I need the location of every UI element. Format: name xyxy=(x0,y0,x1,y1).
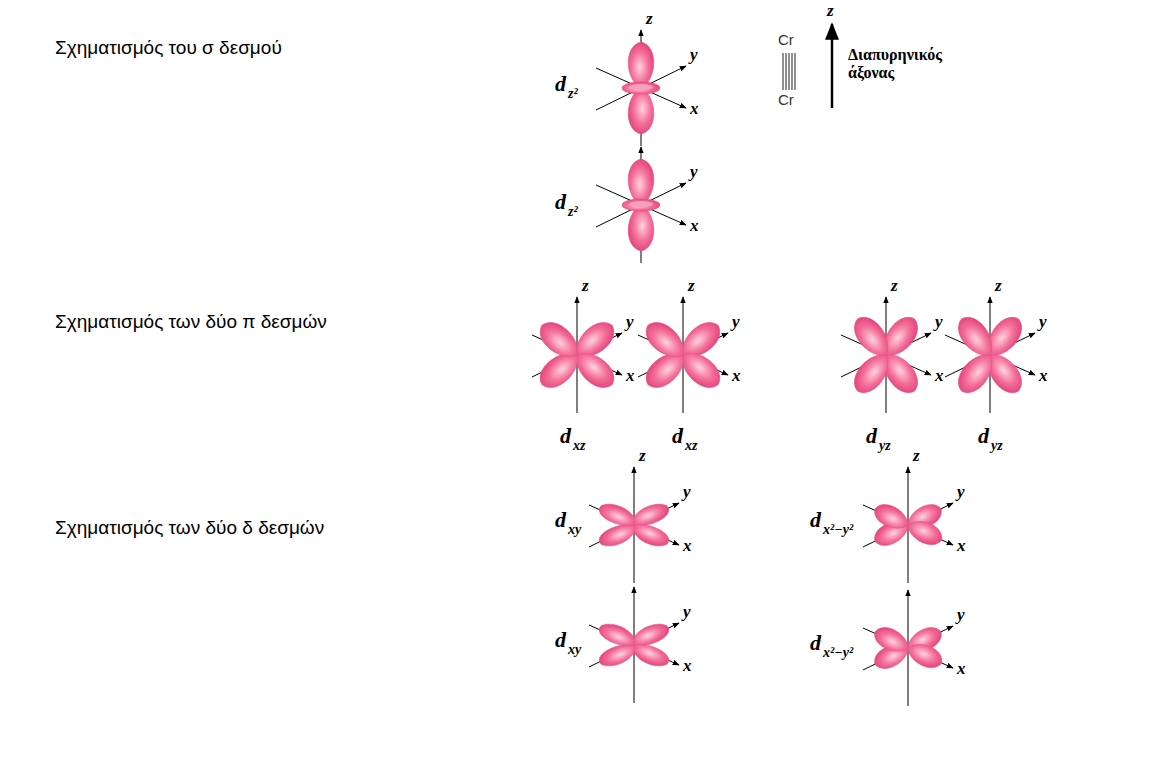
axis-label: y xyxy=(957,483,965,502)
axis-label: y xyxy=(690,163,698,182)
axis-label: x xyxy=(683,657,692,676)
orbital-subscript: xz xyxy=(685,438,697,453)
axis-label: z xyxy=(913,447,920,466)
atom-label: Cr xyxy=(778,32,794,49)
bond-caption: Σχηματισμός των δύο π δεσμών xyxy=(55,312,327,333)
orbital-label: d xyxy=(555,508,566,532)
orbital-subscript: z² xyxy=(568,204,578,219)
axis-label: y xyxy=(683,483,691,502)
orbital-label: d xyxy=(810,508,821,532)
axis-label: y xyxy=(690,46,698,65)
axis-label: z xyxy=(639,447,646,466)
axis-label: z xyxy=(827,2,834,21)
orbital-label: d xyxy=(555,628,566,652)
bond-caption: Σχηματισμός του σ δεσμού xyxy=(55,38,282,59)
axis-label: y xyxy=(935,313,943,332)
axis-label: x xyxy=(690,217,699,236)
axis-label: x xyxy=(626,367,635,386)
orbital-label: d xyxy=(978,424,989,448)
axis-label: x xyxy=(935,367,944,386)
axis-label: y xyxy=(1039,313,1047,332)
orbital-subscript: yz xyxy=(991,438,1003,453)
orbital-subscript: xz xyxy=(573,438,585,453)
axis-note: Διαπυρηνικός άξονας xyxy=(848,46,968,81)
orbital-label: d xyxy=(672,424,683,448)
orbital-subscript: z² xyxy=(568,86,578,101)
axis-label: z xyxy=(891,277,898,296)
axis-label: x xyxy=(690,100,699,119)
orbital-label: d xyxy=(555,72,566,96)
orbital-subscript: xy xyxy=(568,642,581,657)
axis-label: x xyxy=(957,537,966,556)
orbital-subscript: yz xyxy=(879,438,891,453)
orbital-label: d xyxy=(555,190,566,214)
orbital-label: d xyxy=(560,424,571,448)
axis-label: z xyxy=(995,277,1002,296)
orbital-subscript: x²−y² xyxy=(823,522,853,537)
axis-label: x xyxy=(732,367,741,386)
axis-label: z xyxy=(688,277,695,296)
orbital-subscript: xy xyxy=(568,522,581,537)
orbital-label: d xyxy=(810,631,821,655)
bond-caption: Σχηματισμός των δύο δ δεσμών xyxy=(55,518,324,539)
axis-label: y xyxy=(626,313,634,332)
atom-label: Cr xyxy=(778,92,794,109)
orbital-label: d xyxy=(866,424,877,448)
axis-label: y xyxy=(683,603,691,622)
axis-label: z xyxy=(646,10,653,29)
axis-label: x xyxy=(1039,367,1048,386)
orbital-subscript: x²−y² xyxy=(823,645,853,660)
axis-label: z xyxy=(582,277,589,296)
axis-label: y xyxy=(957,606,965,625)
axis-label: x xyxy=(957,660,966,679)
axis-label: y xyxy=(732,313,740,332)
axis-label: x xyxy=(683,537,692,556)
